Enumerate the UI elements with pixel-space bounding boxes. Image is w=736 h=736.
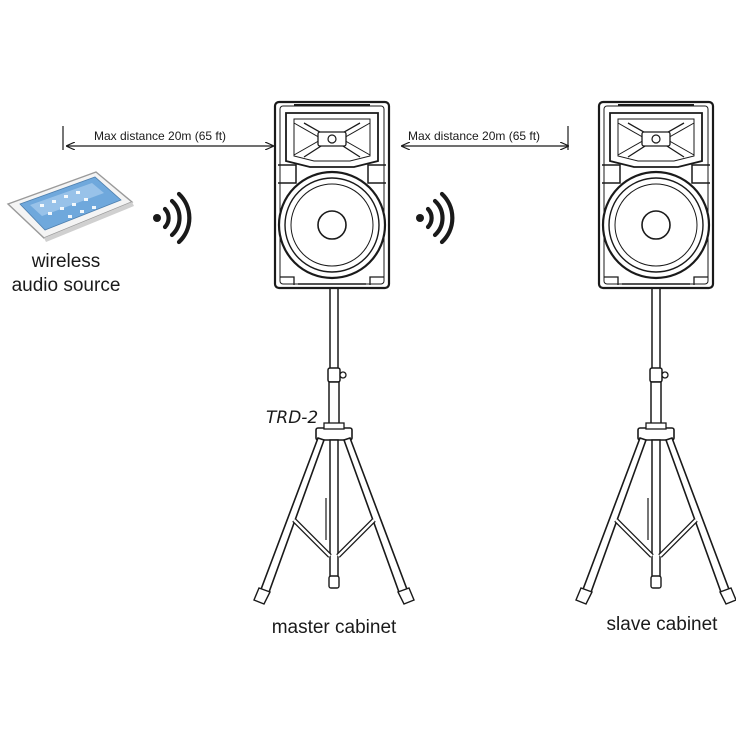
tripod-stand-icon <box>576 288 736 604</box>
wireless-signal-icon <box>416 194 452 242</box>
master-speaker-cabinet-icon <box>273 100 391 290</box>
master-cabinet-caption: master cabinet <box>271 617 397 638</box>
slave-speaker-cabinet-icon <box>597 100 715 290</box>
distance-arrow-right <box>402 126 568 150</box>
source-caption-line2: audio source <box>11 275 121 296</box>
source-caption: wireless audio source <box>0 250 132 298</box>
distance-label-right: Max distance 20m (65 ft) <box>408 129 541 143</box>
wireless-signal-icon <box>153 194 189 242</box>
slave-cabinet-caption: slave cabinet <box>606 614 718 635</box>
distance-label-left: Max distance 20m (65 ft) <box>94 129 227 143</box>
distance-arrow-left <box>62 126 273 150</box>
tablet-icon <box>6 171 134 242</box>
stand-model-label: TRD-2 <box>266 408 319 428</box>
tripod-stand-icon <box>254 288 414 604</box>
source-caption-line1: wireless <box>31 251 101 272</box>
